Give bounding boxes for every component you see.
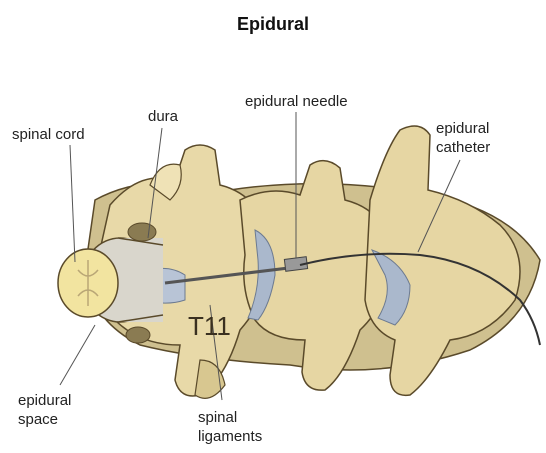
label-spinal-ligaments-line1: spinal: [198, 409, 237, 426]
canal-opening-top: [128, 223, 156, 241]
label-epidural-needle: epidural needle: [245, 93, 348, 110]
label-dura: dura: [148, 108, 178, 125]
dura-tube: [118, 238, 163, 322]
vertebra-label: T11: [188, 311, 231, 341]
label-epidural-catheter-line2: catheter: [436, 139, 490, 156]
label-epidural-space-line2: space: [18, 411, 58, 428]
label-epidural-space-line1: epidural: [18, 392, 71, 409]
label-epidural-catheter-line1: epidural: [436, 120, 489, 137]
canal-opening-bottom: [126, 327, 150, 343]
label-spinal-ligaments-line2: ligaments: [198, 428, 262, 445]
leader-epidural-space: [60, 325, 95, 385]
leader-spinal-cord: [70, 145, 75, 262]
label-spinal-cord: spinal cord: [12, 126, 85, 143]
